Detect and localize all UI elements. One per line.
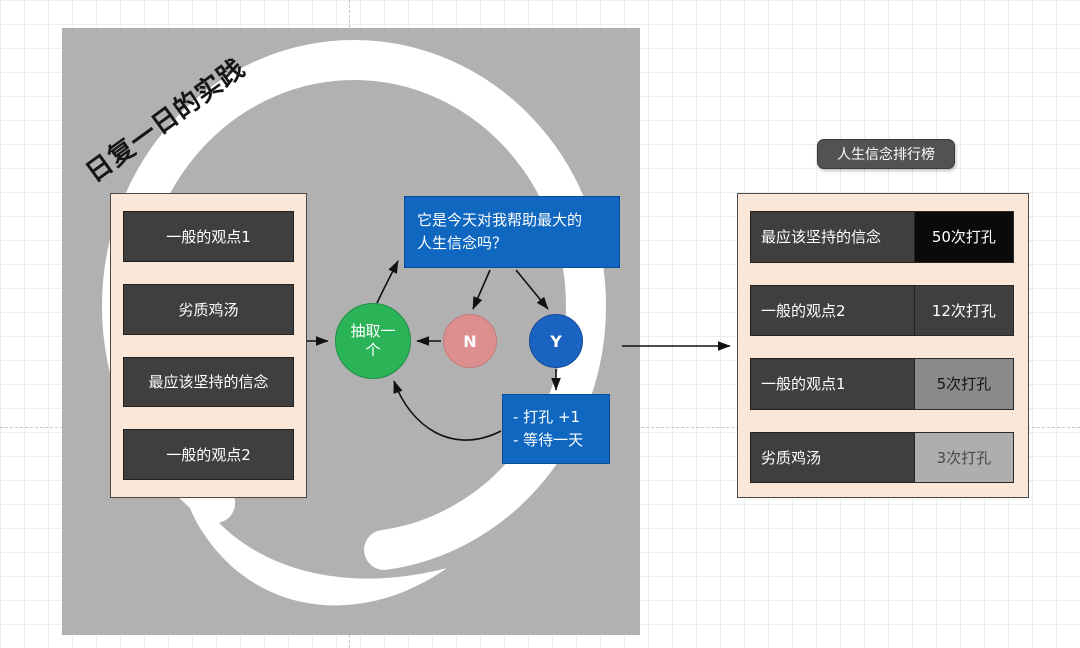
yes-label: Y [550,331,562,351]
belief-item-label: 最应该坚持的信念 [148,373,269,392]
ranking-row-label: 一般的观点1 [750,358,915,410]
belief-item[interactable]: 一般的观点1 [123,211,294,262]
ranking-row[interactable]: 一般的观点1 5次打孔 [750,358,1014,410]
punch-line-2: - 等待一天 [513,430,584,449]
no-label: N [463,331,477,351]
ranking-row[interactable]: 一般的观点2 12次打孔 [750,284,1014,336]
ranking-row-label: 一般的观点2 [750,284,915,336]
belief-item[interactable]: 一般的观点2 [123,429,294,480]
punch-line-1: - 打孔 +1 [513,408,581,426]
question-line-1: 它是今天对我帮助最大的 [417,211,583,229]
ranking-row-label: 最应该坚持的信念 [750,211,915,263]
belief-item[interactable]: 最应该坚持的信念 [123,356,294,408]
belief-item-label: 一般的观点1 [166,227,251,246]
belief-item[interactable]: 劣质鸡汤 [123,283,294,335]
enso-tail [177,448,447,606]
belief-list-panel[interactable]: 一般的观点1 劣质鸡汤 最应该坚持的信念 一般的观点2 [110,193,307,498]
ranking-row[interactable]: 劣质鸡汤 3次打孔 [750,431,1014,483]
ranking-row-count: 50次打孔 [914,211,1014,263]
belief-item-label: 一般的观点2 [166,446,251,465]
punch-node[interactable]: - 打孔 +1 - 等待一天 [502,394,610,464]
ranking-row[interactable]: 最应该坚持的信念 50次打孔 [750,211,1014,263]
no-node[interactable]: N [443,314,497,368]
draw-one-node[interactable]: 抽取一个 [335,303,411,379]
ranking-row-label: 劣质鸡汤 [750,431,915,483]
question-node[interactable]: 它是今天对我帮助最大的 人生信念吗？ [404,196,620,268]
ranking-title-badge[interactable]: 人生信念排行榜 [817,139,955,169]
yes-node[interactable]: Y [529,314,583,368]
ranking-row-count: 5次打孔 [914,358,1014,410]
draw-one-label: 抽取一个 [350,322,396,359]
belief-item-label: 劣质鸡汤 [178,300,239,319]
question-line-2: 人生信念吗？ [417,234,508,253]
practice-board[interactable]: 日复一日的实践 一般的观点1 劣质鸡汤 最应该坚持的信念 一般的观点2 抽取一个… [62,28,640,635]
ranking-row-count: 3次打孔 [914,431,1014,483]
ranking-panel[interactable]: 最应该坚持的信念 50次打孔 一般的观点2 12次打孔 一般的观点1 5次打孔 … [737,193,1029,498]
ranking-row-count: 12次打孔 [914,284,1014,336]
